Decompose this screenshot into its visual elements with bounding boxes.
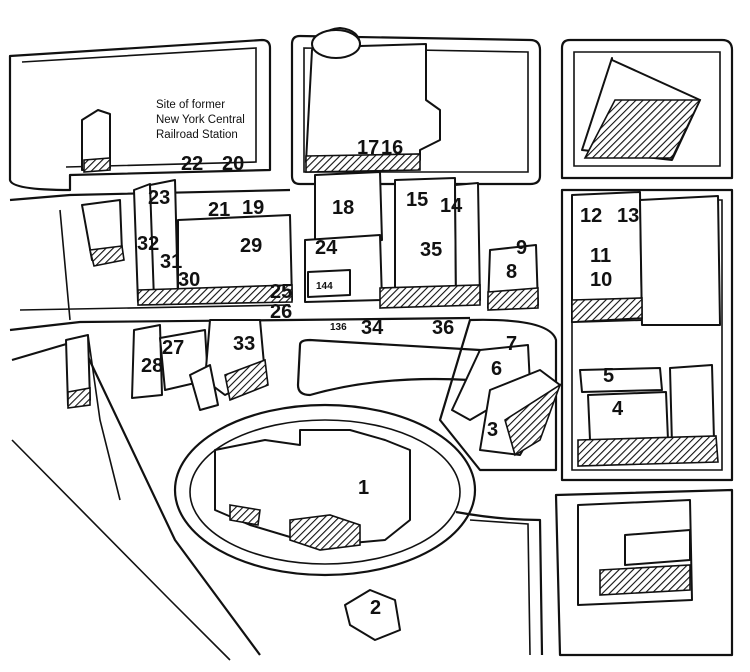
site-note: Site of former New York Central Railroad… <box>156 99 245 141</box>
label-19: 19 <box>242 197 264 219</box>
note-line-2: New York Central <box>156 114 245 126</box>
label-3: 3 <box>487 419 498 441</box>
label-144: 144 <box>316 281 333 292</box>
label-4: 4 <box>612 398 624 420</box>
label-16: 16 <box>381 137 403 159</box>
label-32: 32 <box>137 233 159 255</box>
label-22: 22 <box>181 153 203 175</box>
label-29: 29 <box>240 235 262 257</box>
label-21: 21 <box>208 199 230 221</box>
label-35: 35 <box>420 239 442 261</box>
label-2: 2 <box>370 597 381 619</box>
label-15: 15 <box>406 189 428 211</box>
label-23: 23 <box>148 187 170 209</box>
label-10: 10 <box>590 269 612 291</box>
label-12: 12 <box>580 205 602 227</box>
label-6: 6 <box>491 358 502 380</box>
label-9: 9 <box>516 237 527 259</box>
label-1: 1 <box>358 477 369 499</box>
label-20: 20 <box>222 153 244 175</box>
label-136: 136 <box>330 322 347 333</box>
label-36: 36 <box>432 317 454 339</box>
label-7: 7 <box>506 333 517 355</box>
note-line-1: Site of former <box>156 99 225 111</box>
label-33: 33 <box>233 333 255 355</box>
label-5: 5 <box>603 365 614 387</box>
buildings <box>65 27 721 641</box>
label-11: 11 <box>590 245 611 267</box>
label-13: 13 <box>617 205 639 227</box>
label-18: 18 <box>332 197 354 219</box>
label-17: 17 <box>357 137 379 159</box>
label-27: 27 <box>162 337 184 359</box>
note-line-3: Railroad Station <box>156 129 238 141</box>
label-28: 28 <box>141 355 163 377</box>
label-26: 26 <box>270 301 292 323</box>
label-14: 14 <box>440 195 463 217</box>
label-25: 25 <box>270 281 292 303</box>
label-24: 24 <box>315 237 338 259</box>
label-31: 31 <box>160 251 182 273</box>
label-8: 8 <box>506 261 517 283</box>
building-labels: 1 2 3 4 5 6 7 8 9 10 11 12 13 14 15 16 1… <box>137 137 639 619</box>
label-34: 34 <box>361 317 384 339</box>
label-30: 30 <box>178 269 200 291</box>
